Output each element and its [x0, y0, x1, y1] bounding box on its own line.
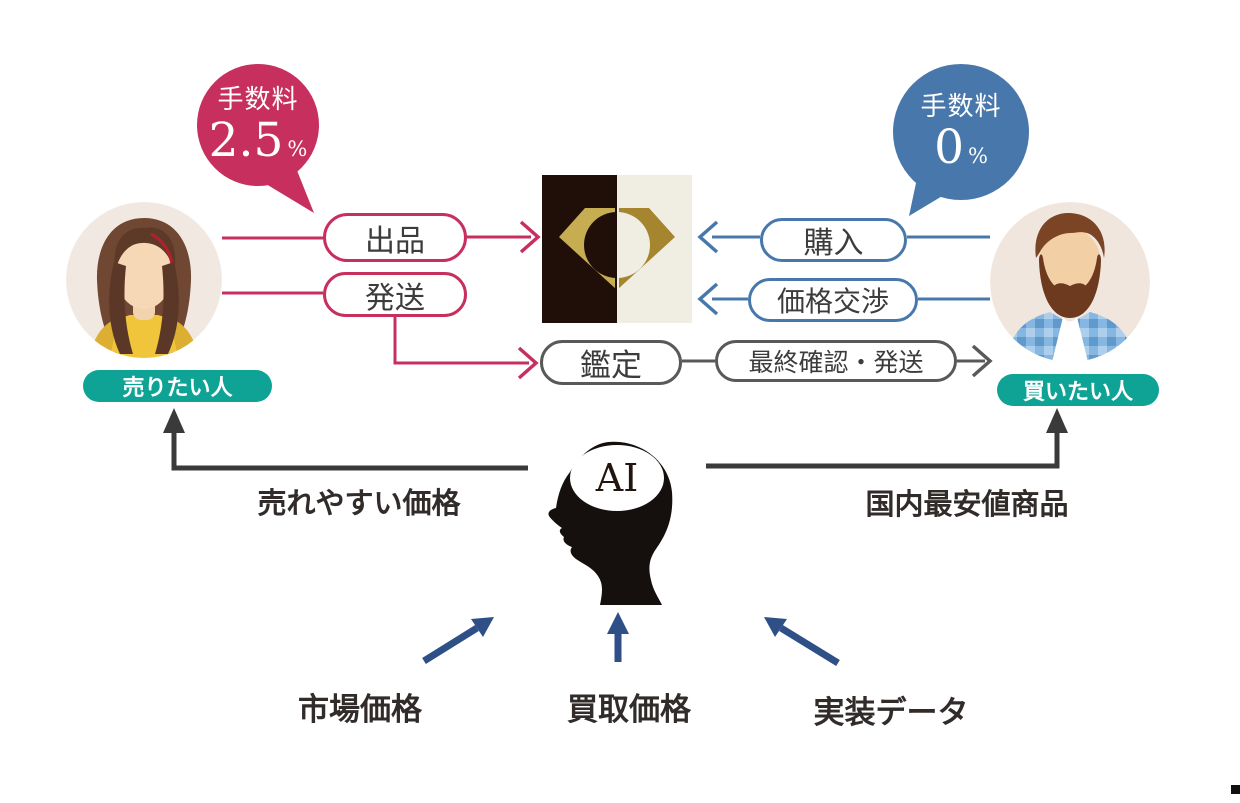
- buyer-fee-title: 手数料: [920, 92, 1002, 123]
- arrow-market-price-to-ai: [422, 617, 494, 664]
- arrow-negotiation-to-logo: [697, 282, 748, 316]
- seller-role-label: 売りたい人: [122, 375, 233, 400]
- final-confirmation-label: 最終確認・発送: [748, 348, 924, 377]
- diamond-eye-logo-icon: [542, 175, 692, 323]
- negotiation-label: 価格交渉: [776, 285, 889, 318]
- ai-head-icon: AI: [548, 441, 673, 605]
- buyer-fee-value: 0: [934, 119, 964, 175]
- hair-lock-right: [155, 262, 179, 354]
- white-tee: [1052, 317, 1088, 362]
- ai-label: AI: [595, 456, 638, 500]
- woman-avatar-icon: [66, 202, 222, 358]
- arrow-listing-data-to-ai: [764, 617, 840, 666]
- logo-diamond-left: [559, 208, 615, 289]
- ai-output-to-seller-label: 売れやすい価格: [257, 488, 461, 520]
- shipping-label: 発送: [365, 280, 425, 316]
- ai-output-to-buyer-label: 国内最安値商品: [865, 489, 1069, 521]
- buyer-fee-unit: %: [967, 143, 988, 168]
- input-label-purchase-price: 買取価格: [567, 692, 691, 727]
- input-label-market-price: 市場価格: [298, 692, 422, 727]
- buyer-fee-bubble: 手数料 0 %: [893, 64, 1029, 200]
- corner-mark: [1231, 785, 1240, 794]
- final-confirmation-pill: 最終確認・発送: [715, 340, 957, 382]
- seller-fee-unit: %: [287, 136, 308, 161]
- hair-red-streak: [150, 232, 174, 265]
- purchase-pill: 購入: [760, 218, 907, 262]
- input-label-listing-data: 実装データ: [813, 695, 969, 730]
- seller-role-badge: 売りたい人: [83, 370, 272, 402]
- mustache: [1052, 283, 1088, 295]
- arrow-ai-to-seller: [163, 408, 528, 471]
- shipping-pill: 発送: [323, 272, 467, 317]
- arrow-ai-to-buyer: [706, 408, 1068, 469]
- appraisal-label: 鑑定: [580, 348, 642, 384]
- arrow-final-to-buyer: [957, 344, 993, 378]
- man-avatar-icon: [990, 202, 1150, 362]
- seller-fee-title: 手数料: [217, 85, 299, 116]
- face: [1039, 228, 1101, 300]
- seller-fee-value: 2.5: [208, 112, 284, 168]
- face: [116, 239, 172, 309]
- listing-label: 出品: [365, 223, 425, 259]
- arrow-purchase-to-logo: [697, 220, 760, 254]
- arrow-purchase-price-to-ai: [607, 612, 629, 662]
- appraisal-pill: 鑑定: [540, 340, 682, 385]
- buyer-role-badge: 買いたい人: [997, 374, 1159, 406]
- logo-diamond-right: [619, 208, 675, 289]
- arrow-shipping-to-appraisal: [393, 317, 539, 380]
- hair-lock-left: [109, 262, 133, 354]
- buyer-role-label: 買いたい人: [1022, 379, 1133, 404]
- listing-pill: 出品: [323, 213, 467, 262]
- arrow-listing-to-logo: [467, 220, 541, 254]
- seller-fee-bubble: 手数料 2.5 %: [197, 64, 319, 186]
- beard: [1039, 254, 1101, 318]
- hair: [1035, 212, 1105, 258]
- brain-oval: [570, 445, 664, 511]
- purchase-label: 購入: [803, 226, 864, 261]
- negotiation-pill: 価格交渉: [748, 278, 918, 322]
